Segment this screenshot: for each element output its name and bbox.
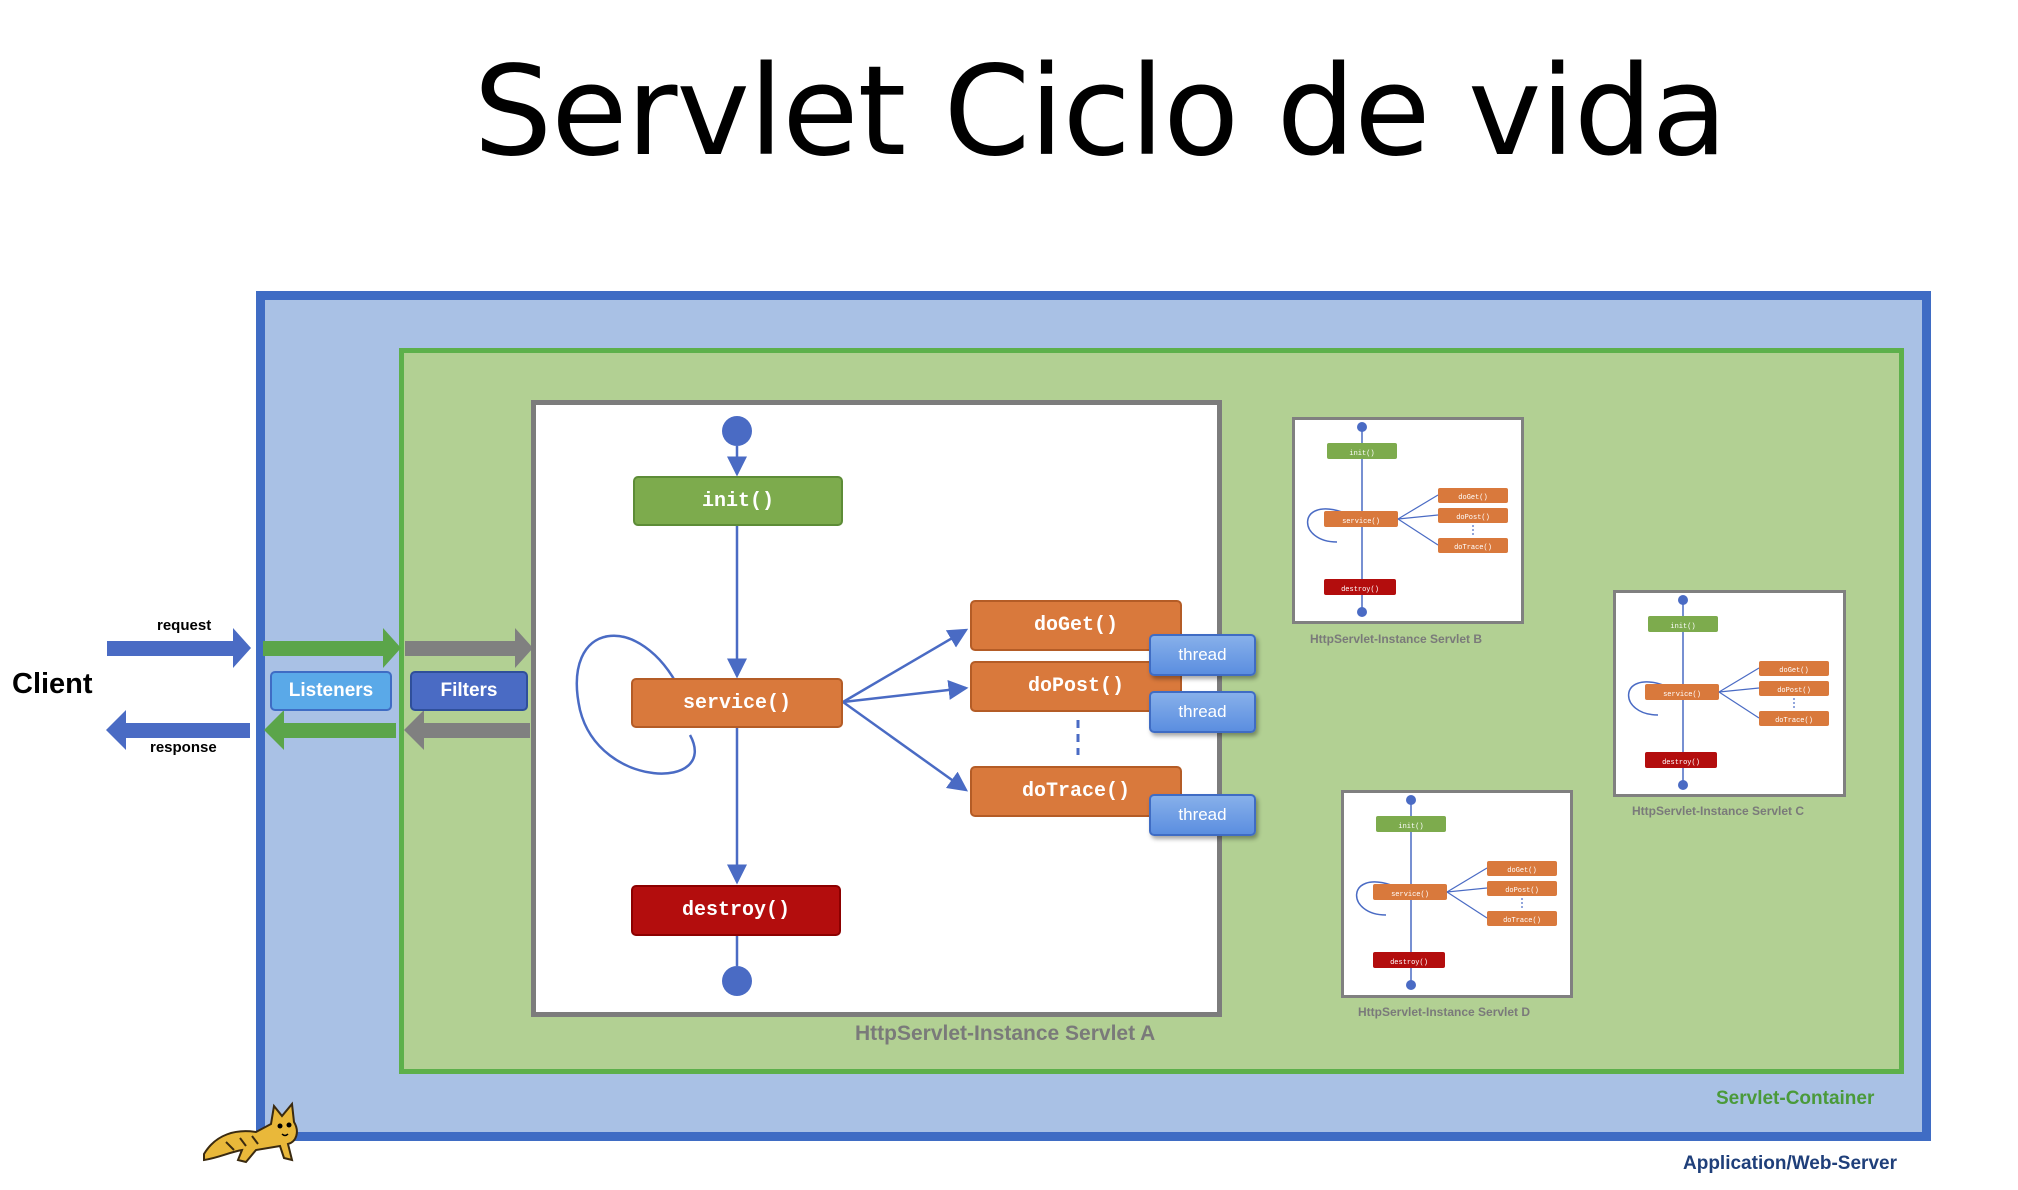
mini-dotrace-label: doTrace()	[1454, 544, 1492, 552]
mini-destroy-label: destroy()	[1341, 586, 1379, 594]
mini-service-label: service()	[1391, 891, 1429, 899]
init-node: init()	[633, 476, 843, 526]
thread-badge: thread	[1149, 691, 1256, 733]
mini-doget-label: doGet()	[1507, 867, 1536, 875]
slide-title: Servlet Ciclo de vida	[473, 40, 1727, 184]
servlet-d-caption: HttpServlet-Instance Servlet D	[1358, 1005, 1531, 1019]
mini-init-label: init()	[1670, 623, 1695, 631]
request-arrow-gray	[405, 628, 533, 668]
doget-node: doGet()	[970, 600, 1182, 651]
mini-diagram-d: init() service() doGet() doPost() doTrac…	[1355, 795, 1557, 990]
mini-dotrace-label: doTrace()	[1775, 717, 1813, 725]
mini-init-label: init()	[1349, 450, 1374, 458]
mini-service-label: service()	[1663, 691, 1701, 699]
listeners-box: Listeners	[270, 671, 392, 711]
service-loop	[575, 634, 697, 775]
response-arrow-green	[264, 710, 396, 750]
destroy-node: destroy()	[631, 885, 841, 936]
mini-dopost-label: doPost()	[1456, 514, 1490, 522]
dopost-node: doPost()	[970, 661, 1182, 712]
request-arrow-blue	[107, 628, 251, 668]
tomcat-cat-icon	[203, 1101, 298, 1164]
mini-diagram-c: init() service() doGet() doPost() doTrac…	[1627, 595, 1829, 790]
mini-dotrace-label: doTrace()	[1503, 917, 1541, 925]
mini-service-label: service()	[1342, 518, 1380, 526]
request-label: request	[157, 617, 212, 634]
servlet-b-caption: HttpServlet-Instance Servlet B	[1310, 632, 1483, 646]
end-node	[722, 966, 752, 996]
mini-destroy-label: destroy()	[1390, 959, 1428, 967]
mini-dopost-label: doPost()	[1777, 687, 1811, 695]
thread-badge: thread	[1149, 794, 1256, 836]
mini-destroy-label: destroy()	[1662, 759, 1700, 767]
response-arrow-gray	[404, 710, 530, 750]
mini-doget-label: doGet()	[1458, 494, 1487, 502]
servlet-a-caption: HttpServlet-Instance Servlet A	[855, 1022, 1156, 1045]
thread-badge: thread	[1149, 634, 1256, 676]
service-node: service()	[631, 678, 843, 728]
filters-box: Filters	[410, 671, 528, 711]
servlet-c-caption: HttpServlet-Instance Servlet C	[1632, 804, 1805, 818]
mini-dopost-label: doPost()	[1505, 887, 1539, 895]
response-label: response	[150, 739, 217, 756]
mini-diagram-b: init() service() doGet() doPost() doTrac…	[1306, 422, 1508, 617]
servlet-container-label: Servlet-Container	[1716, 1088, 1875, 1109]
dotrace-node: doTrace()	[970, 766, 1182, 817]
application-server-label: Application/Web-Server	[1683, 1153, 1897, 1174]
mini-init-label: init()	[1398, 823, 1423, 831]
mini-doget-label: doGet()	[1779, 667, 1808, 675]
client-label: Client	[12, 668, 93, 700]
request-arrow-green	[263, 628, 401, 668]
response-arrow-blue	[106, 710, 250, 750]
start-node	[722, 416, 752, 446]
